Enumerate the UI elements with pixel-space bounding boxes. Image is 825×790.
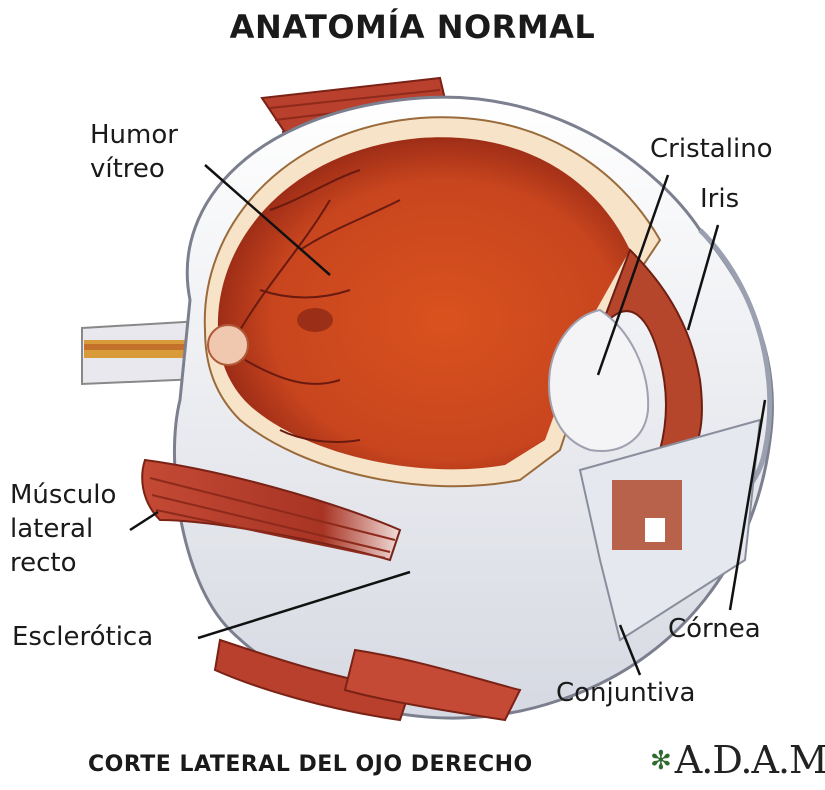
adam-logo-text: A.D.A.M. [675,738,825,782]
label-cristalino: Cristalino [650,132,773,166]
label-musculo-lateral-recto: Músculo lateral recto [10,478,116,580]
optic-disc [208,325,248,365]
label-iris: Iris [700,182,739,216]
label-cornea: Córnea [668,612,761,646]
macula [297,308,333,332]
label-musculo-line2: lateral [10,512,116,546]
label-musculo-line3: recto [10,546,116,580]
page-title: ANATOMÍA NORMAL [0,8,825,46]
label-musculo-line1: Músculo [10,478,116,512]
label-humor-line1: Humor [90,118,178,152]
label-esclerotica: Esclerótica [12,620,153,654]
label-humor-vitreo: Humor vítreo [90,118,178,186]
adam-logo: ✻A.D.A.M. [650,738,825,782]
figure-caption: CORTE LATERAL DEL OJO DERECHO [88,752,533,777]
adam-star-icon: ✻ [650,746,671,776]
label-conjuntiva: Conjuntiva [556,676,695,710]
label-humor-line2: vítreo [90,152,178,186]
